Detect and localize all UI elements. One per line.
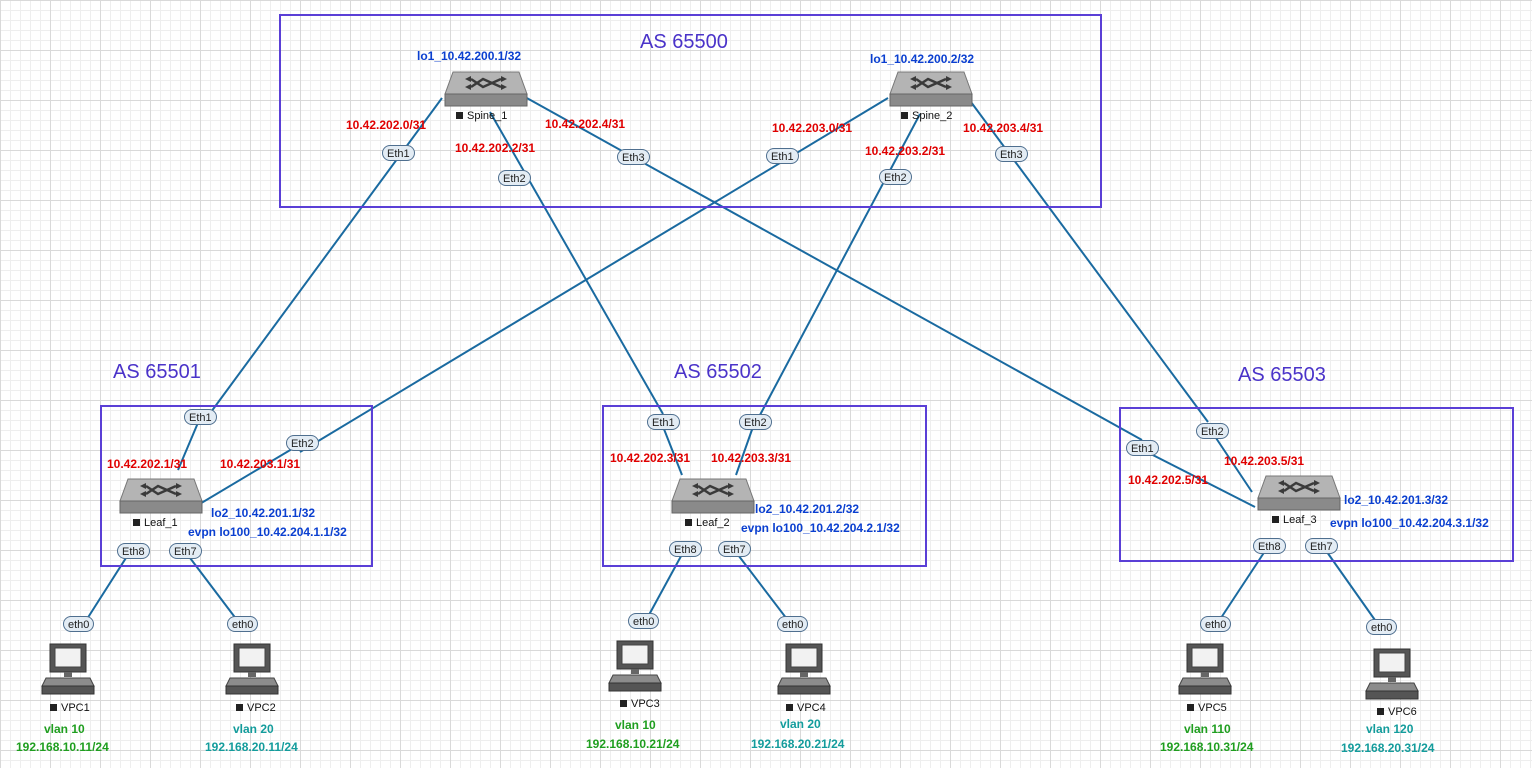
leaf1-port-eth2[interactable]: Eth2 xyxy=(286,435,319,451)
leaf2-port-eth1[interactable]: Eth1 xyxy=(647,414,680,430)
vpc2-ip: 192.168.20.11/24 xyxy=(205,740,298,754)
spine2-port-eth3[interactable]: Eth3 xyxy=(995,146,1028,162)
leaf2-evpn: evpn lo100_10.42.204.2.1/32 xyxy=(741,521,900,535)
vpc5-ip: 192.168.10.31/24 xyxy=(1160,740,1254,754)
vpc3-ip: 192.168.10.21/24 xyxy=(586,737,680,751)
spine1-ip-eth3: 10.42.202.4/31 xyxy=(545,117,626,131)
vpc6-port[interactable]: eth0 xyxy=(1366,619,1398,635)
leaf1-ip-eth1: 10.42.202.1/31 xyxy=(107,457,188,471)
desktop-computer-icon[interactable] xyxy=(224,642,280,696)
leaf2-name: Leaf_2 xyxy=(685,517,730,529)
spine2-port-eth2[interactable]: Eth2 xyxy=(879,169,912,185)
desktop-computer-icon[interactable] xyxy=(776,642,832,696)
vpc4-name: VPC4 xyxy=(786,702,826,714)
leaf3-ip-eth2: 10.42.203.5/31 xyxy=(1224,454,1305,468)
spine1-port-eth1[interactable]: Eth1 xyxy=(382,145,415,161)
network-switch-icon[interactable] xyxy=(1256,474,1342,514)
spine1-port-eth3[interactable]: Eth3 xyxy=(617,149,650,165)
link-leaf1-vpc2 xyxy=(183,549,244,629)
leaf2-port-eth7[interactable]: Eth7 xyxy=(718,541,751,557)
leaf1-name: Leaf_1 xyxy=(133,517,178,529)
as-65500-title: AS 65500 xyxy=(640,31,728,53)
leaf1-port-eth7[interactable]: Eth7 xyxy=(169,543,202,559)
leaf3-evpn: evpn lo100_10.42.204.3.1/32 xyxy=(1330,516,1489,530)
as-65503-box xyxy=(1119,407,1514,562)
spine2-port-eth1[interactable]: Eth1 xyxy=(766,148,799,164)
leaf1-port-eth1[interactable]: Eth1 xyxy=(184,409,217,425)
as-65500-box xyxy=(279,14,1102,208)
network-switch-icon[interactable] xyxy=(888,70,974,110)
vpc5-vlan: vlan 110 xyxy=(1184,722,1231,736)
desktop-computer-icon[interactable] xyxy=(1177,642,1233,696)
vpc6-name: VPC6 xyxy=(1377,706,1417,718)
leaf2-port-eth8[interactable]: Eth8 xyxy=(669,541,702,557)
spine2-ip-eth1: 10.42.203.0/31 xyxy=(772,121,853,135)
leaf2-port-eth2[interactable]: Eth2 xyxy=(739,414,772,430)
network-switch-icon[interactable] xyxy=(118,477,204,517)
desktop-computer-icon[interactable] xyxy=(1364,647,1420,701)
leaf1-port-eth8[interactable]: Eth8 xyxy=(117,543,150,559)
vpc6-ip: 192.168.20.31/24 xyxy=(1341,741,1435,755)
spine1-ip-eth1: 10.42.202.0/31 xyxy=(346,118,427,132)
vpc1-ip: 192.168.10.11/24 xyxy=(16,740,109,754)
leaf1-ip-eth2: 10.42.203.1/31 xyxy=(220,457,301,471)
link-leaf2-vpc3 xyxy=(643,546,687,625)
vpc2-vlan: vlan 20 xyxy=(233,722,274,736)
spine2-name: Spine_2 xyxy=(901,110,952,122)
desktop-computer-icon[interactable] xyxy=(607,639,663,693)
leaf3-lo2: lo2_10.42.201.3/32 xyxy=(1344,493,1449,507)
leaf3-port-eth1[interactable]: Eth1 xyxy=(1126,440,1159,456)
vpc3-name: VPC3 xyxy=(620,698,660,710)
vpc5-port[interactable]: eth0 xyxy=(1200,616,1232,632)
spine2-ip-eth3: 10.42.203.4/31 xyxy=(963,121,1044,135)
spine1-ip-eth2: 10.42.202.2/31 xyxy=(455,141,536,155)
vpc6-vlan: vlan 120 xyxy=(1366,722,1414,736)
link-leaf3-vpc6 xyxy=(1321,544,1383,631)
leaf2-ip-eth2: 10.42.203.3/31 xyxy=(711,451,792,465)
vpc4-ip: 192.168.20.21/24 xyxy=(751,737,845,751)
network-switch-icon[interactable] xyxy=(443,70,529,110)
leaf3-port-eth2[interactable]: Eth2 xyxy=(1196,423,1229,439)
vpc1-name: VPC1 xyxy=(50,702,90,714)
leaf2-ip-eth1: 10.42.202.3/31 xyxy=(610,451,691,465)
leaf3-name: Leaf_3 xyxy=(1272,514,1317,526)
vpc3-port[interactable]: eth0 xyxy=(628,613,660,629)
vpc3-vlan: vlan 10 xyxy=(615,718,656,732)
as-65502-box xyxy=(602,405,927,567)
desktop-computer-icon[interactable] xyxy=(40,642,96,696)
link-leaf3-vpc5 xyxy=(1214,544,1270,628)
spine1-name: Spine_1 xyxy=(456,110,507,122)
as-65502-title: AS 65502 xyxy=(674,361,762,383)
vpc4-port[interactable]: eth0 xyxy=(777,616,809,632)
vpc4-vlan: vlan 20 xyxy=(780,717,821,731)
as-65501-title: AS 65501 xyxy=(113,361,201,383)
link-spine1-leaf2 xyxy=(489,111,664,415)
spine1-port-eth2[interactable]: Eth2 xyxy=(498,170,531,186)
spine1-loopback: lo1_10.42.200.1/32 xyxy=(417,49,522,63)
as-65501-box xyxy=(100,405,373,567)
spine2-ip-eth2: 10.42.203.2/31 xyxy=(865,144,946,158)
network-switch-icon[interactable] xyxy=(670,477,756,517)
leaf1-lo2: lo2_10.42.201.1/32 xyxy=(211,506,316,520)
leaf1-evpn: evpn lo100_10.42.204.1.1/32 xyxy=(188,525,347,539)
leaf2-lo2: lo2_10.42.201.2/32 xyxy=(755,502,860,516)
vpc2-name: VPC2 xyxy=(236,702,276,714)
leaf3-port-eth7[interactable]: Eth7 xyxy=(1305,538,1338,554)
vpc1-vlan: vlan 10 xyxy=(44,722,85,736)
link-spine2-leaf2 xyxy=(751,113,921,431)
vpc1-port[interactable]: eth0 xyxy=(63,616,95,632)
leaf3-port-eth8[interactable]: Eth8 xyxy=(1253,538,1286,554)
link-leaf2-vpc4 xyxy=(731,546,794,628)
leaf3-ip-eth1: 10.42.202.5/31 xyxy=(1128,473,1209,487)
vpc5-name: VPC5 xyxy=(1187,702,1227,714)
vpc2-port[interactable]: eth0 xyxy=(227,616,259,632)
as-65503-title: AS 65503 xyxy=(1238,364,1326,386)
spine2-loopback: lo1_10.42.200.2/32 xyxy=(870,52,975,66)
